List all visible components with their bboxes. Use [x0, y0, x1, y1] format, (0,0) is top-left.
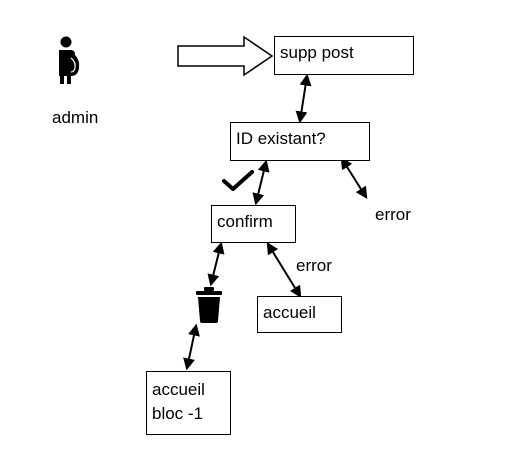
connector-supp-id	[295, 73, 312, 124]
accueil-bloc-line2: bloc -1	[152, 404, 204, 423]
connector-confirm-trash	[207, 241, 225, 287]
connector-id-error	[340, 156, 368, 200]
accueil-bloc-line1: accueil	[152, 380, 205, 399]
error-label-id: error	[375, 205, 411, 224]
trash-icon	[196, 287, 222, 323]
connector-trash-bloc	[183, 323, 200, 371]
id-existant-label: ID existant?	[236, 129, 326, 148]
accueil-bloc-node: accueil bloc -1	[146, 371, 231, 435]
accueil-label: accueil	[263, 303, 316, 322]
block-arrow-icon	[177, 35, 274, 77]
actor-label: admin	[52, 108, 99, 127]
person-icon	[59, 36, 80, 84]
confirm-label: confirm	[217, 212, 273, 231]
accueil-node: accueil	[257, 296, 342, 333]
error-label-confirm: error	[296, 256, 332, 275]
connector-confirm-accueil	[266, 241, 302, 299]
confirm-node: confirm	[211, 205, 296, 243]
supp-post-node: supp post	[274, 36, 414, 75]
id-existant-node: ID existant?	[230, 122, 370, 161]
supp-post-label: supp post	[280, 43, 354, 62]
check-icon	[222, 170, 254, 191]
connector-id-confirm	[252, 159, 270, 206]
